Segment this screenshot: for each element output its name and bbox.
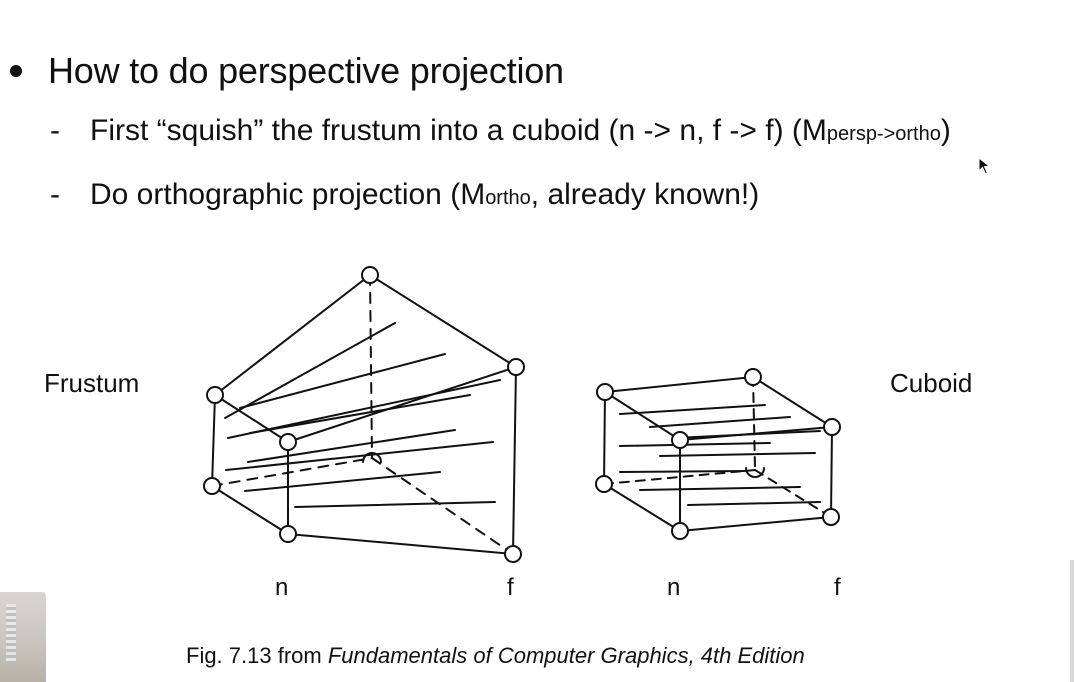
sub-bullet-ortho-post: , already known!) (530, 178, 760, 211)
frustum-vertex (279, 433, 297, 451)
cuboid-far-label: f (834, 574, 841, 601)
sub-bullet-ortho-pre: Do orthographic projection (M (90, 178, 486, 211)
cuboid-ray (687, 501, 821, 506)
cuboid-vertex (671, 522, 689, 540)
frustum-ray (247, 429, 456, 463)
caption-prefix: Fig. 7.13 from (186, 643, 328, 668)
frustum-vertex (206, 386, 224, 404)
cuboid-label: Cuboid (890, 368, 973, 398)
cuboid-vertex (744, 368, 762, 386)
subscript-persp-ortho: persp->ortho (826, 123, 941, 145)
cuboid-edge (604, 376, 754, 393)
frustum-hidden-edge (211, 457, 373, 487)
sub-bullet-squish-close: ) (940, 114, 951, 147)
cuboid-hidden-edge (752, 376, 756, 469)
cuboid-vertex (595, 475, 613, 493)
frustum-ray (239, 353, 446, 409)
video-frame-detail (6, 604, 16, 664)
cuboid-hidden-edge (603, 469, 756, 485)
frustum-edge (287, 366, 517, 443)
frustum-vertex (203, 477, 221, 495)
cuboid-hidden-edge (754, 469, 832, 518)
cuboid-hidden-vertex (745, 467, 765, 478)
cuboid-edge (679, 516, 832, 532)
cuboid-vertex (822, 508, 840, 526)
frustum-edge (211, 394, 216, 487)
cuboid-edge (830, 426, 833, 518)
frustum-edge (211, 485, 289, 535)
main-bullet: How to do perspective projection (8, 46, 564, 96)
frustum-ray (294, 501, 496, 508)
frustum-hidden-edge (371, 457, 514, 555)
frustum-edge (214, 394, 289, 443)
cuboid-edge (603, 391, 606, 485)
subscript-ortho: ortho (485, 187, 531, 209)
dash-marker: - (50, 114, 60, 147)
frustum-label: Frustum (44, 368, 140, 398)
mouse-pointer-icon (978, 157, 991, 175)
frustum-vertex (507, 358, 525, 376)
frustum-hidden-edge (369, 274, 373, 459)
frustum-hidden-vertex (362, 452, 382, 463)
dash-marker: - (50, 178, 60, 211)
caption-book-title: Fundamentals of Computer Graphics, 4th E… (327, 643, 805, 668)
sub-bullet-squish-text: First “squish” the frustum into a cuboid… (90, 114, 827, 147)
presenter-video-thumbnail[interactable] (0, 592, 46, 682)
frustum-near-label: n (275, 574, 289, 601)
frustum-vertex (361, 266, 379, 284)
cuboid-ray (619, 470, 746, 473)
sub-bullet-squish: - First “squish” the frustum into a cubo… (50, 114, 951, 148)
frustum-vertex (279, 525, 297, 543)
cuboid-ray (639, 486, 801, 491)
frustum-edge (369, 274, 517, 368)
frustum-ray (225, 441, 494, 471)
cuboid-vertex (823, 418, 841, 436)
cuboid-ray (619, 442, 771, 447)
figure-caption: Fig. 7.13 from Fundamentals of Computer … (186, 643, 805, 669)
frustum-drawing (203, 266, 525, 563)
window-edge (1070, 560, 1074, 682)
cuboid-near-label: n (667, 574, 681, 601)
bullet-dot-icon (10, 65, 22, 77)
cuboid-vertex (671, 431, 689, 449)
main-bullet-text: How to do perspective projection (48, 50, 564, 91)
frustum-ray (249, 394, 471, 434)
frustum-vertex (504, 545, 522, 563)
cuboid-vertex (596, 383, 614, 401)
frustum-far-label: f (507, 574, 514, 601)
cuboid-edge (604, 391, 681, 441)
cuboid-ray (674, 430, 821, 439)
cuboid-ray (619, 404, 766, 415)
cuboid-ray (659, 452, 816, 457)
frustum-edge (287, 533, 514, 555)
cuboid-edge (603, 483, 681, 532)
cuboid-edge (752, 376, 833, 428)
cuboid-drawing (595, 368, 841, 540)
cuboid-ray (649, 416, 791, 428)
frustum-ray (224, 322, 396, 419)
frustum-edge (512, 366, 517, 555)
frustum-ray (244, 471, 441, 492)
frustum-edge (214, 274, 371, 396)
